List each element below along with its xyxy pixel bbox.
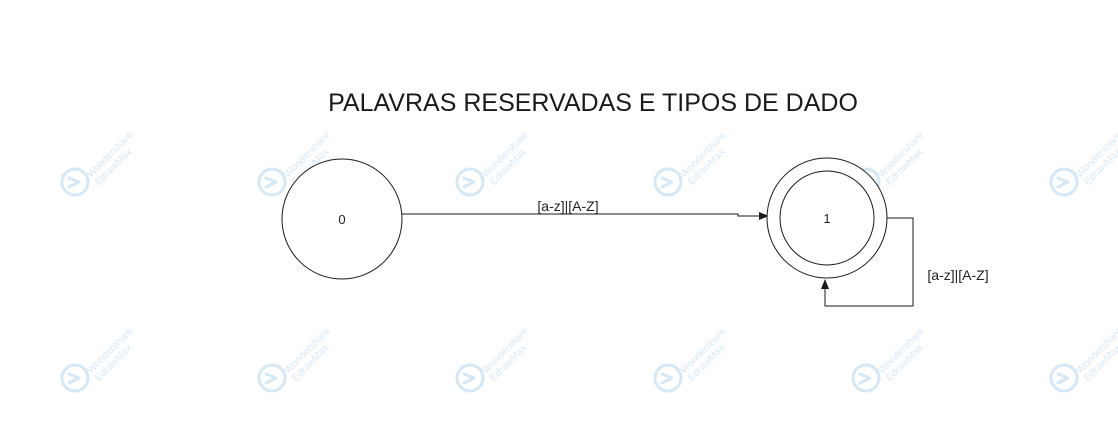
state-1-inner-circle — [779, 170, 875, 266]
watermark: WondershareEdrawMax — [455, 326, 538, 393]
edrawmax-logo-icon — [257, 167, 287, 197]
edrawmax-logo-icon — [851, 363, 881, 393]
watermark-text: WondershareEdrawMax — [85, 130, 143, 188]
watermark-text: WondershareEdrawMax — [678, 326, 736, 384]
transition-0-to-1: [a-z]|[A-Z] — [402, 198, 769, 220]
watermark-text: WondershareEdrawMax — [282, 326, 340, 384]
watermark: WondershareEdrawMax — [653, 326, 736, 393]
watermark-text: WondershareEdrawMax — [876, 326, 934, 384]
state-0: 0 — [281, 158, 403, 280]
watermark-text: WondershareEdrawMax — [876, 130, 934, 188]
transition-label-1-1: [a-z]|[A-Z] — [927, 267, 988, 283]
watermark: WondershareEdrawMax — [455, 130, 538, 197]
arrowhead-0-1 — [759, 212, 769, 220]
state-0-circle — [281, 158, 403, 280]
transition-edge-0-1 — [402, 213, 760, 217]
watermark-text: WondershareEdrawMax — [480, 130, 538, 188]
edrawmax-logo-icon — [257, 363, 287, 393]
transition-1-self-loop: [a-z]|[A-Z] — [821, 217, 989, 307]
edrawmax-logo-icon — [653, 167, 683, 197]
diagram-title: PALAVRAS RESERVADAS E TIPOS DE DADO — [328, 89, 858, 117]
watermark: WondershareEdrawMax — [653, 130, 736, 197]
watermark: WondershareEdrawMax — [257, 326, 340, 393]
watermark-layer: WondershareEdrawMaxWondershareEdrawMaxWo… — [60, 130, 1118, 393]
state-1-label: 1 — [823, 211, 830, 226]
watermark: WondershareEdrawMax — [851, 326, 934, 393]
arrowhead-1-1 — [821, 279, 829, 289]
edrawmax-logo-icon — [653, 363, 683, 393]
watermark-text: WondershareEdrawMax — [1074, 130, 1118, 188]
watermark-text: WondershareEdrawMax — [678, 130, 736, 188]
state-1: 1 — [766, 157, 888, 279]
watermark: WondershareEdrawMax — [60, 326, 143, 393]
edrawmax-logo-icon — [455, 167, 485, 197]
edrawmax-logo-icon — [455, 363, 485, 393]
transition-label-0-1: [a-z]|[A-Z] — [537, 198, 598, 214]
edrawmax-logo-icon — [1049, 167, 1079, 197]
watermark: WondershareEdrawMax — [60, 130, 143, 197]
state-0-label: 0 — [338, 212, 345, 227]
watermark-text: WondershareEdrawMax — [1074, 326, 1118, 384]
transition-edge-1-1 — [824, 217, 914, 307]
edrawmax-logo-icon — [60, 167, 90, 197]
watermark: WondershareEdrawMax — [1049, 326, 1118, 393]
edrawmax-logo-icon — [1049, 363, 1079, 393]
watermark-text: WondershareEdrawMax — [85, 326, 143, 384]
edrawmax-logo-icon — [60, 363, 90, 393]
watermark: WondershareEdrawMax — [1049, 130, 1118, 197]
watermark-text: WondershareEdrawMax — [480, 326, 538, 384]
